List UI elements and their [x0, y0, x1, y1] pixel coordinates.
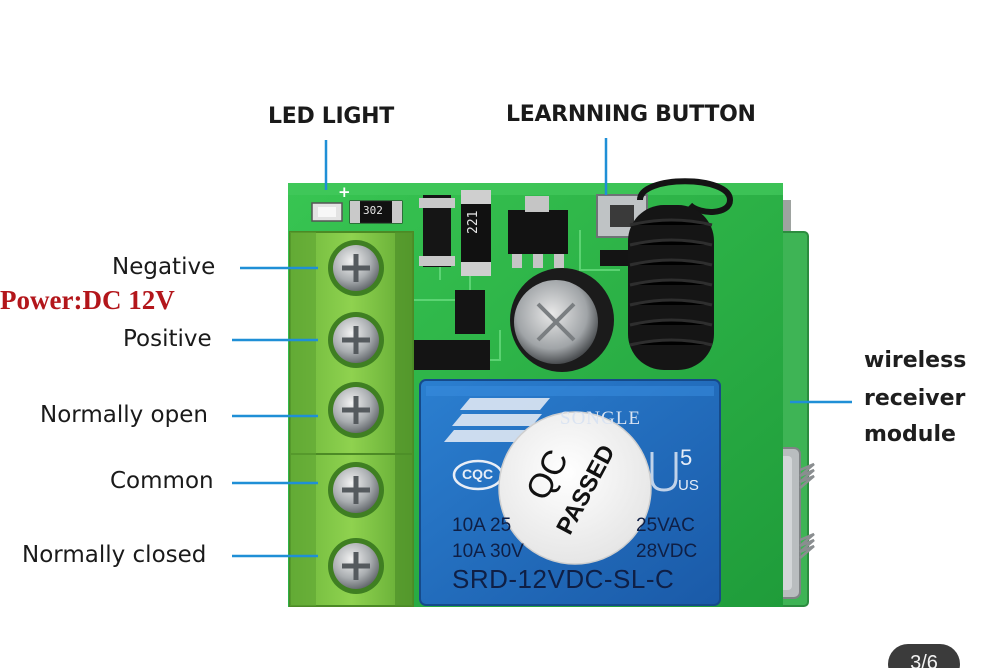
antenna-coil: [628, 178, 734, 370]
receiver-label: receiver: [864, 386, 966, 411]
image-pager-badge[interactable]: 3/6: [888, 644, 960, 668]
common-label: Common: [110, 468, 214, 494]
normally-open-label: Normally open: [40, 402, 208, 428]
terminal-screws: [328, 240, 384, 594]
relay-rating-ac-current: 10A 25: [452, 515, 512, 536]
relay-model: SRD-12VDC-SL-C: [452, 564, 675, 594]
relay-certification: CQC: [462, 466, 494, 482]
resistor-221: [461, 190, 491, 276]
negative-label: Negative: [112, 254, 216, 280]
callout-lines: [232, 138, 852, 558]
relay-rating-dc-current: 10A 30V: [452, 541, 524, 562]
module-label: module: [864, 422, 956, 447]
resistor-302-marking: 302: [363, 204, 383, 217]
relay-brand: SONGLE: [560, 408, 641, 429]
led-polarity-mark: +: [338, 183, 351, 201]
relay-pin-number: 5: [680, 445, 693, 470]
relay-region-mark: US: [678, 477, 699, 494]
led-light-label: LED LIGHT: [268, 104, 394, 129]
qc-sticker: [498, 411, 652, 565]
resistor-302: [349, 200, 403, 224]
relay-rating-ac-voltage: 25VAC: [636, 515, 695, 536]
learning-button-label: LEARNNING BUTTON: [506, 102, 756, 127]
power-label: Power:DC 12V: [0, 285, 175, 315]
led: [311, 202, 343, 222]
resistor-221-marking: 221: [466, 210, 481, 234]
voltage-regulator: [508, 196, 568, 268]
relay-rating-dc-voltage: 28VDC: [636, 541, 698, 562]
capacitor: [510, 268, 614, 372]
normally-closed-label: Normally closed: [22, 542, 207, 568]
positive-label: Positive: [123, 326, 212, 352]
wireless-label: wireless: [864, 348, 967, 373]
